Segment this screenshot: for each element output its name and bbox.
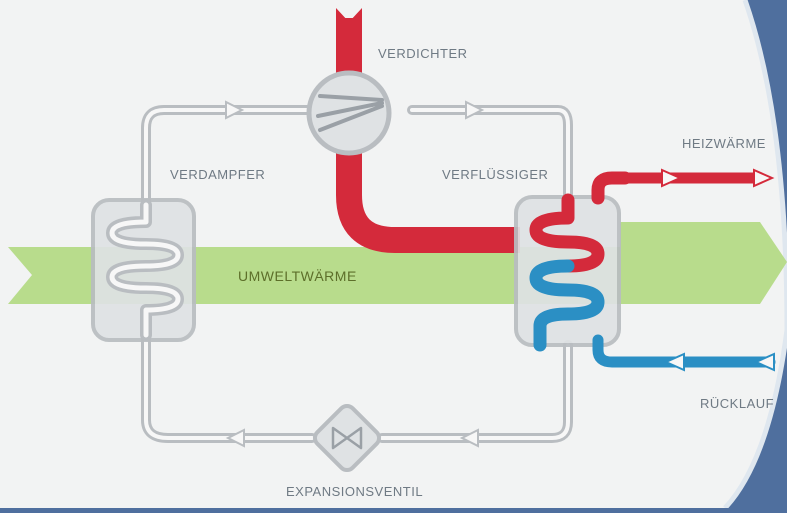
heat-output-label: HEIZWÄRME [682, 136, 766, 151]
ambient-heat-label: UMWELTWÄRME [238, 268, 357, 284]
arrow-bottom-left [225, 428, 245, 448]
heat-arrow-2 [753, 168, 775, 188]
arrow-bottom-right [459, 428, 479, 448]
compressor-icon [306, 70, 392, 156]
compressor-label: VERDICHTER [378, 46, 468, 61]
refrigerant-loop [141, 105, 573, 443]
loop-arrows [225, 100, 485, 448]
return-arrow-1 [663, 352, 685, 372]
arrow-top-left [225, 100, 245, 120]
expansion-valve-label: EXPANSIONSVENTIL [286, 484, 424, 499]
condenser-icon [514, 171, 632, 352]
return-arrow-2 [753, 352, 775, 372]
hot-pipe-inlet [336, 8, 362, 30]
ambient-heat-outflow [620, 222, 787, 304]
heat-output-pipe [592, 168, 775, 191]
heat-arrow-1 [661, 168, 683, 188]
arrow-top-right [465, 100, 485, 120]
evaporator-label: VERDAMPFER [170, 167, 266, 182]
return-flow-label: RÜCKLAUF [700, 396, 775, 411]
evaporator-icon [91, 198, 196, 342]
return-flow-pipe [533, 334, 776, 372]
condenser-label: VERFLÜSSIGER [442, 167, 549, 182]
hot-refrigerant-pipe [336, 18, 520, 253]
expansion-valve-icon [312, 403, 382, 473]
